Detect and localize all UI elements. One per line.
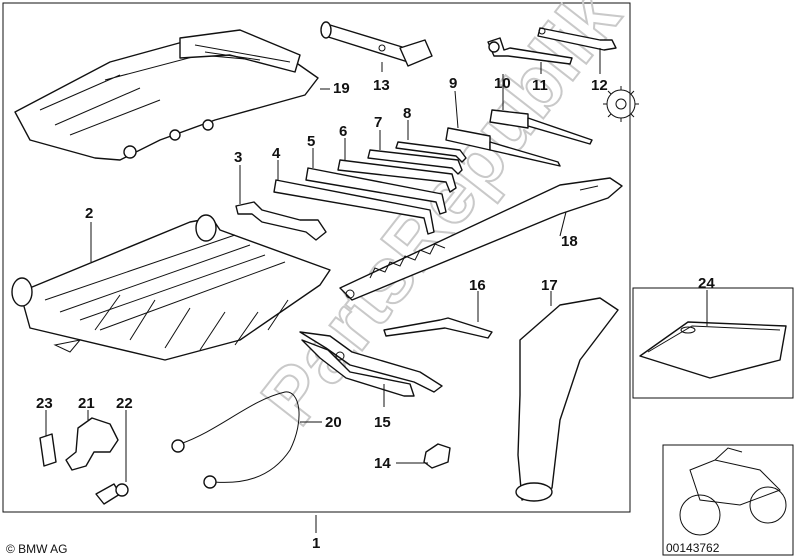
ground-cable (171, 391, 300, 489)
callout-9: 9 (449, 75, 457, 92)
callout-18: 18 (561, 233, 578, 250)
clip (39, 433, 57, 467)
screwdriver-10 (489, 109, 593, 145)
main-frame (2, 2, 631, 513)
leader-lines (45, 48, 708, 533)
callout-22: 22 (116, 395, 133, 412)
callout-3: 3 (234, 149, 242, 166)
tool-bag-rolled (11, 214, 331, 361)
callout-20: 20 (325, 414, 342, 431)
callout-21: 21 (78, 395, 95, 412)
socket-wrench (487, 37, 573, 65)
callout-4: 4 (272, 145, 281, 162)
callout-6: 6 (339, 123, 347, 140)
callout-5: 5 (307, 133, 315, 150)
multi-tool (339, 177, 623, 301)
document-folder (639, 321, 787, 379)
callout-13: 13 (373, 77, 390, 94)
callout-12: 12 (591, 77, 608, 94)
callout-2: 2 (85, 205, 93, 222)
extension-bar (537, 27, 617, 51)
pliers (299, 331, 443, 397)
funnel-cover (515, 297, 619, 502)
tool-bag-folded (14, 29, 319, 161)
bolt (95, 483, 129, 505)
fuse (423, 443, 451, 469)
callout-1: 1 (312, 535, 320, 552)
copyright-text: © BMW AG (6, 542, 68, 556)
callout-14: 14 (374, 455, 391, 472)
callout-23: 23 (36, 395, 53, 412)
motorcycle-thumbnail-frame (662, 444, 794, 556)
open-end-wrench (235, 201, 327, 241)
spoke-tool (383, 317, 493, 339)
callout-10: 10 (494, 75, 511, 92)
callout-7: 7 (374, 114, 382, 131)
callout-17: 17 (541, 277, 558, 294)
callout-15: 15 (374, 414, 391, 431)
callout-11: 11 (532, 77, 548, 94)
box-spanner (320, 21, 433, 67)
callout-24: 24 (698, 275, 715, 292)
hex-keys (273, 141, 467, 235)
gear-icon (603, 86, 639, 122)
callout-16: 16 (469, 277, 486, 294)
callout-8: 8 (403, 105, 411, 122)
image-number: 00143762 (666, 541, 720, 555)
screwdriver-9 (445, 127, 561, 167)
part-24-frame (632, 287, 794, 399)
motorcycle-thumbnail-image (679, 447, 787, 536)
hook (65, 417, 119, 471)
callout-19: 19 (333, 80, 350, 97)
